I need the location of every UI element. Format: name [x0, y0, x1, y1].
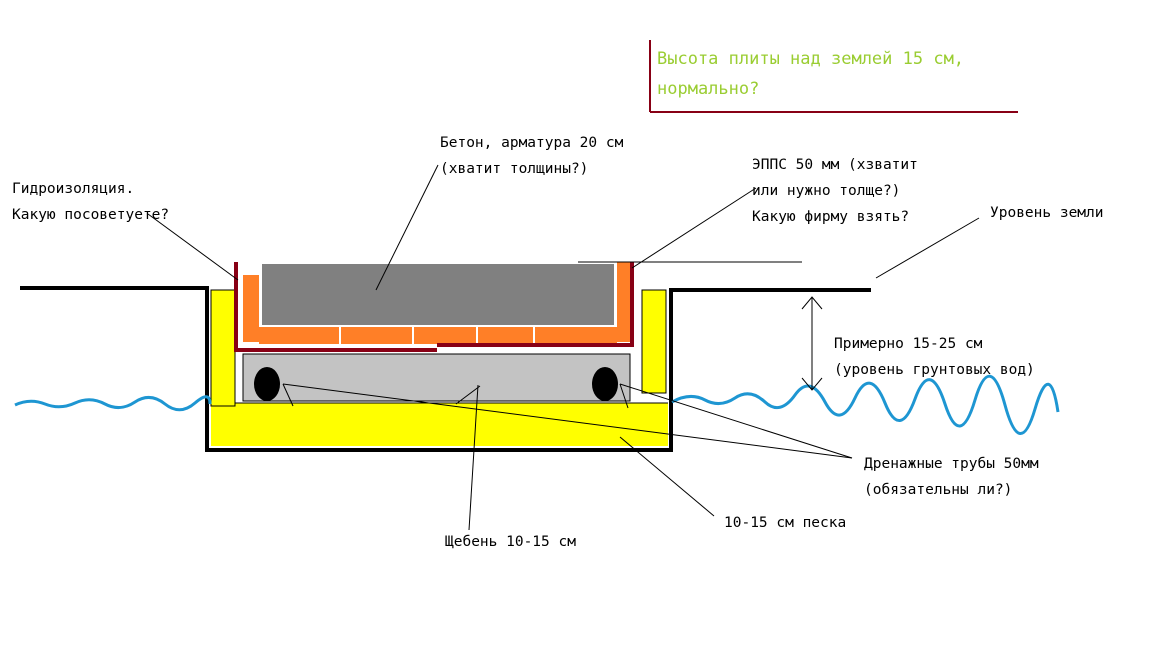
question-text: Высота плиты над землей 15 см, нормально…	[657, 44, 964, 104]
gravel-layer	[242, 353, 631, 402]
label-waterproofing: Гидроизоляция. Какую посоветуете?	[12, 176, 169, 228]
label-groundwater-line-2: (уровень грунтовых вод)	[834, 362, 1035, 378]
label-waterproofing-line-1: Гидроизоляция.	[12, 181, 135, 197]
groundwater-line-right	[671, 374, 1060, 435]
label-drain-pipes-line-2: (обязательны ли?)	[864, 482, 1013, 498]
leader-gravel-tick	[455, 385, 481, 405]
label-drain-pipes: Дренажные трубы 50мм (обязательны ли?)	[864, 451, 1039, 503]
label-drain-pipes-line-1: Дренажные трубы 50мм	[864, 456, 1039, 472]
leader-epps	[631, 187, 757, 269]
leader-concrete	[375, 164, 439, 291]
leader-drain-right-tick	[619, 383, 629, 409]
label-waterproofing-line-2: Какую посоветуете?	[12, 207, 170, 223]
label-epps-line-2: или нужно толще?)	[752, 183, 901, 199]
leader-sand	[619, 436, 715, 517]
epps-bottom-layer	[259, 327, 617, 344]
leader-drain-left	[282, 383, 853, 459]
pit-outline	[20, 286, 871, 452]
label-gravel: Щебень 10-15 см	[445, 534, 576, 550]
dimension-arrow	[801, 296, 823, 391]
leader-drain-right	[619, 383, 853, 459]
label-epps-line-3: Какую фирму взять?	[752, 209, 910, 225]
drain-pipe-right	[592, 367, 618, 401]
leader-waterproofing	[147, 213, 239, 281]
label-groundwater-line-1: Примерно 15-25 см	[834, 336, 983, 352]
label-sand: 10-15 см песка	[724, 515, 847, 531]
label-epps-line-1: ЭППС 50 мм (хзватит	[752, 157, 918, 173]
leader-ground-level	[875, 217, 980, 279]
leader-drain-left-tick	[282, 383, 294, 407]
waterproofing-right	[437, 262, 634, 347]
label-groundwater: Примерно 15-25 см (уровень грунтовых вод…	[834, 331, 1035, 383]
concrete-slab	[262, 264, 614, 325]
groundwater-line-left	[14, 395, 212, 412]
sand-wall-right	[641, 289, 667, 394]
sand-layer	[211, 403, 668, 446]
label-concrete-line-2: (хватит толщины?)	[440, 161, 589, 177]
question-line-2: нормально?	[657, 79, 760, 99]
epps-right-side	[617, 262, 630, 342]
label-concrete: Бетон, арматура 20 см (хватит толщины?)	[440, 130, 623, 182]
label-ground-level: Уровень земли	[990, 205, 1104, 221]
drain-pipe-left	[254, 367, 280, 401]
label-epps: ЭППС 50 мм (хзватит или нужно толще?) Ка…	[752, 152, 918, 230]
question-line-1: Высота плиты над землей 15 см,	[657, 49, 965, 69]
label-concrete-line-1: Бетон, арматура 20 см	[440, 135, 624, 151]
waterproofing-left	[234, 262, 437, 352]
sand-wall-left	[210, 289, 236, 407]
epps-left-side	[243, 275, 259, 342]
